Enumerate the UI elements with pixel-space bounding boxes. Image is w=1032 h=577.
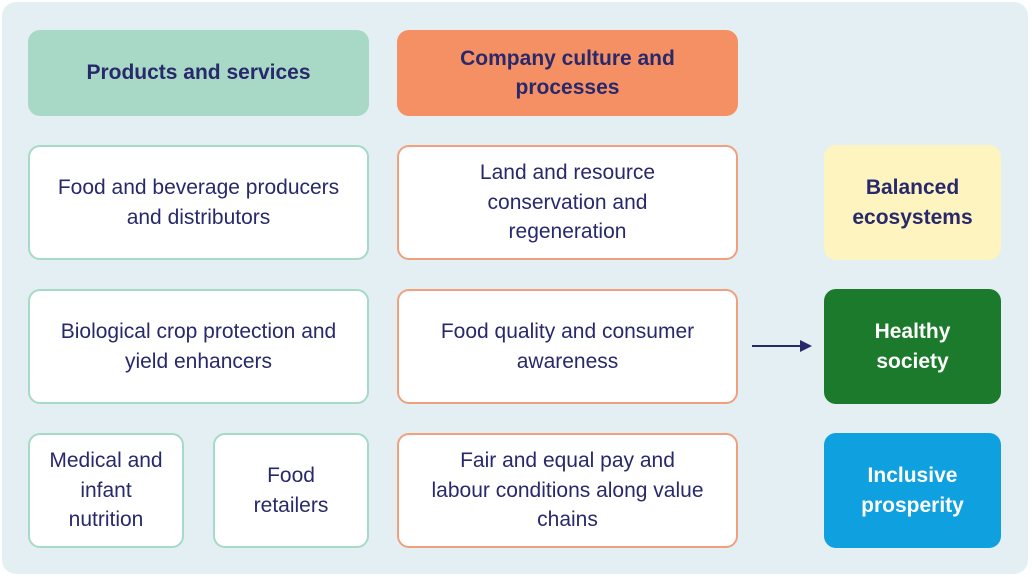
outcome-label: Healthy society xyxy=(874,320,951,373)
outcome-inclusive-prosperity: Inclusive prosperity xyxy=(824,433,1001,548)
header-products-label: Products and services xyxy=(86,61,311,85)
card-food-beverage-producers: Food and beverage producers and distribu… xyxy=(28,145,369,260)
outcome-label: Inclusive prosperity xyxy=(861,464,964,517)
outcome-label: Balanced ecosystems xyxy=(852,176,973,229)
card-label: Biological crop protection and yield enh… xyxy=(60,320,337,373)
outcome-healthy-society: Healthy society xyxy=(824,289,1001,404)
card-label: Food quality and consumer awareness xyxy=(440,320,695,373)
card-food-quality-awareness: Food quality and consumer awareness xyxy=(397,289,738,404)
arrow-right-icon xyxy=(752,340,812,352)
card-food-retailers: Food retailers xyxy=(213,433,369,548)
card-medical-infant-nutrition: Medical and infant nutrition xyxy=(28,433,184,548)
card-label: Land and resource conservation and regen… xyxy=(479,161,656,244)
card-label: Food and beverage producers and distribu… xyxy=(57,176,340,229)
card-label: Fair and equal pay and labour conditions… xyxy=(431,449,704,532)
header-company-culture: Company culture and processes xyxy=(397,30,738,116)
card-land-resource-conservation: Land and resource conservation and regen… xyxy=(397,145,738,260)
card-biological-crop-protection: Biological crop protection and yield enh… xyxy=(28,289,369,404)
card-label: Medical and infant nutrition xyxy=(49,449,163,532)
outcome-balanced-ecosystems: Balanced ecosystems xyxy=(824,145,1001,260)
card-label: Food retailers xyxy=(253,464,329,517)
header-products-services: Products and services xyxy=(28,30,369,116)
header-culture-label: Company culture and processes xyxy=(460,46,675,99)
card-fair-equal-pay: Fair and equal pay and labour conditions… xyxy=(397,433,738,548)
